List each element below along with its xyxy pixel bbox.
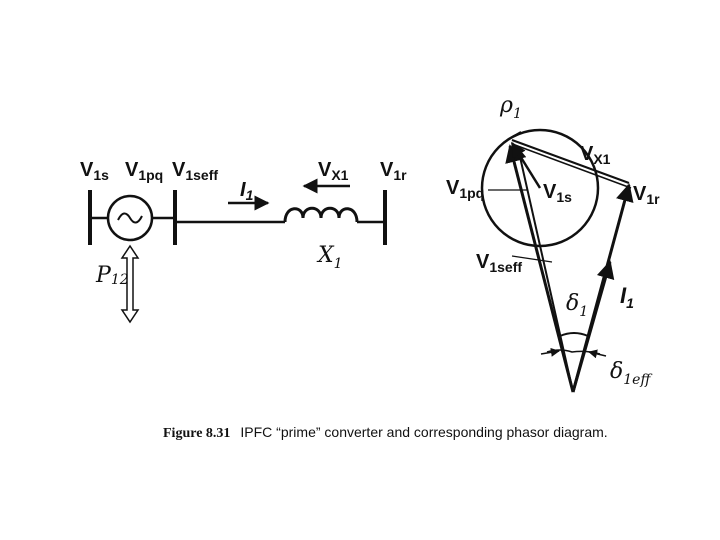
phasor-vx1-a bbox=[511, 139, 630, 184]
circuit-diagram: V1s V1pq V1seff I1 VX1 V1r X1 P12 bbox=[80, 159, 407, 324]
label-v1r: V1r bbox=[380, 159, 407, 183]
label-delta1: δ1 bbox=[566, 291, 588, 320]
phasor-v1seff bbox=[514, 146, 574, 393]
label-vx1: VX1 bbox=[318, 159, 349, 183]
delta1-arc bbox=[559, 332, 589, 337]
label-rho1: ρ1 bbox=[499, 93, 522, 122]
label-phasor-v1seff: V1seff bbox=[476, 251, 522, 275]
label-phasor-v1r: V1r bbox=[633, 183, 660, 207]
label-phasor-v1s: V1s bbox=[543, 181, 572, 205]
phasor-diagram: ρ1 VX1 V1pq V1s V1r V1seff δ1 I1 δ1eff bbox=[446, 93, 660, 393]
pointer-v1seff bbox=[511, 255, 553, 263]
phasor-v1s bbox=[505, 144, 575, 393]
label-x1: X1 bbox=[316, 243, 343, 272]
label-v1seff: V1seff bbox=[172, 159, 218, 183]
figure-caption: Figure 8.31 IPFC “prime” converter and c… bbox=[163, 424, 608, 441]
caption-line: Figure 8.31 IPFC “prime” converter and c… bbox=[163, 424, 608, 441]
phasor-v1pq bbox=[510, 141, 542, 189]
label-i1: I1 bbox=[240, 179, 254, 203]
delta1eff-arrow-left bbox=[540, 347, 560, 357]
inductor-coil bbox=[283, 206, 359, 223]
rho1-marker bbox=[506, 131, 522, 141]
label-v1s: V1s bbox=[80, 159, 109, 183]
label-phasor-vx1: VX1 bbox=[580, 143, 611, 167]
power-double-arrow bbox=[120, 244, 140, 324]
label-delta1eff: δ1eff bbox=[610, 359, 652, 388]
label-phasor-v1pq: V1pq bbox=[446, 177, 484, 201]
ac-sine-icon bbox=[117, 212, 143, 224]
label-v1pq: V1pq bbox=[125, 159, 163, 183]
phasor-i1 bbox=[571, 260, 615, 393]
caption-label: Figure 8.31 bbox=[163, 426, 230, 441]
phasor-vx1-b bbox=[514, 144, 632, 189]
caption-text: IPFC “prime” converter and corresponding… bbox=[240, 424, 607, 440]
delta1eff-arrow-right bbox=[588, 349, 607, 359]
label-phasor-i1: I1 bbox=[620, 283, 634, 311]
label-p12: P12 bbox=[95, 263, 129, 288]
